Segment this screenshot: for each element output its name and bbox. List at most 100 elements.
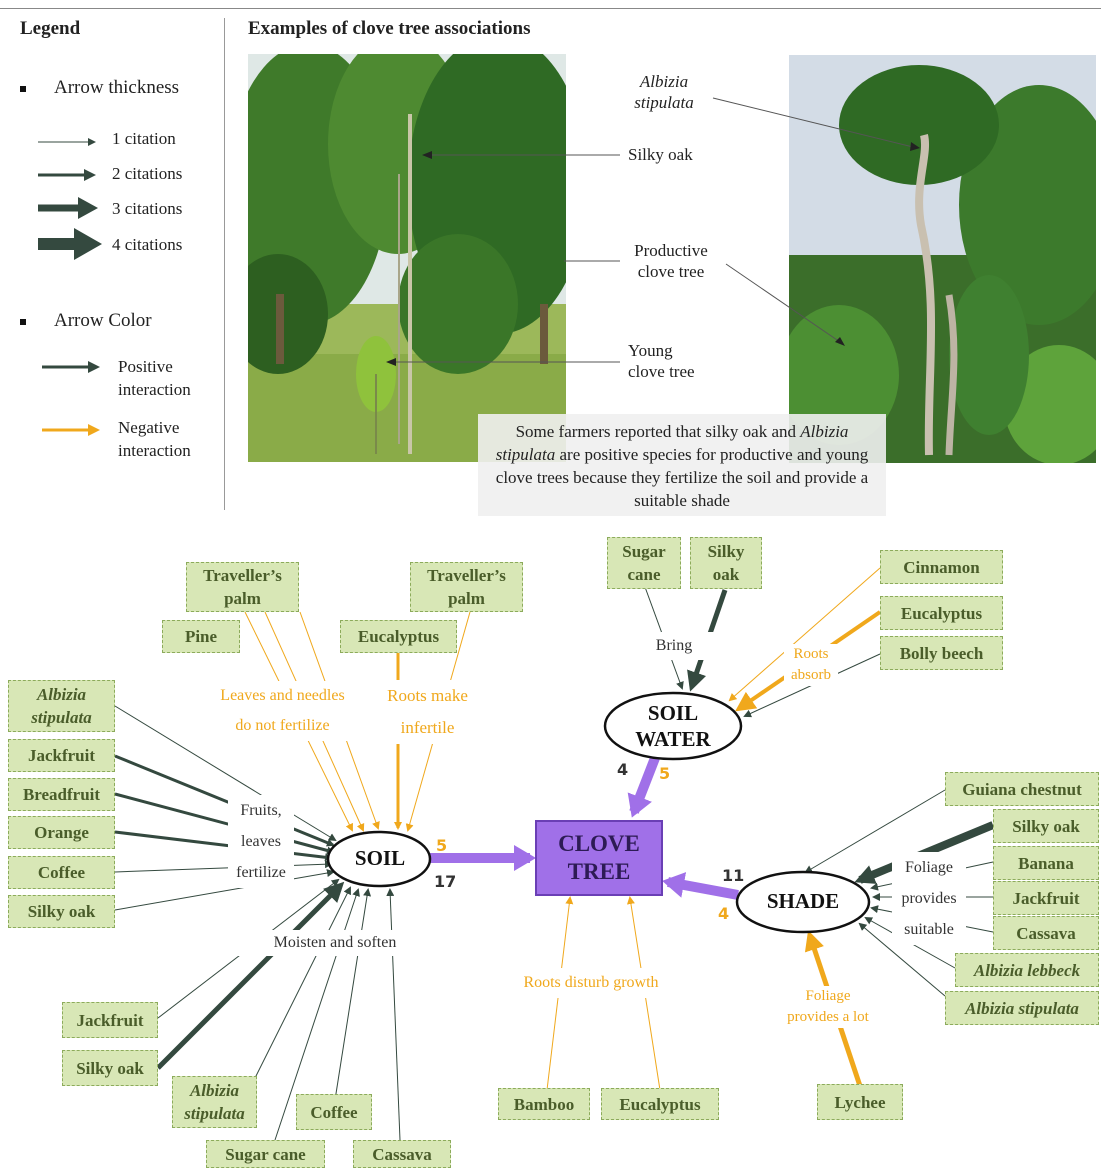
roots-infertile-l2: infertile bbox=[400, 718, 455, 737]
shade-node: SHADE bbox=[766, 889, 840, 913]
sugar-cane-water-l1: Sugar bbox=[622, 542, 666, 561]
albizia-moist-l1: Albizia bbox=[189, 1081, 240, 1100]
label-foliage-suitable: Foliage provides suitable bbox=[892, 852, 966, 945]
photo-albizia bbox=[789, 55, 1096, 463]
tp1-l1: Traveller’s bbox=[203, 566, 282, 585]
color-arrows bbox=[42, 361, 100, 436]
albizia-moist-l2: stipulata bbox=[184, 1104, 245, 1123]
thickness-1: 1 citation bbox=[112, 129, 176, 148]
species-albizia-stipulata-shade: Albizia stipulata bbox=[945, 991, 1099, 1025]
species-albizia-soil: Albizia stipulata bbox=[8, 680, 115, 732]
thickness-arrows bbox=[38, 138, 102, 260]
species-bolly-beech: Bolly beech bbox=[880, 636, 1003, 670]
species-lychee: Lychee bbox=[817, 1084, 903, 1120]
silky-oak-water-l2: oak bbox=[712, 565, 740, 584]
clove-tree-node: CLOVE TREE bbox=[535, 820, 663, 896]
species-eucalyptus-soil: Eucalyptus bbox=[340, 620, 457, 653]
roots-absorb-l2: absorb bbox=[791, 667, 831, 683]
sugar-cane-water-l2: cane bbox=[627, 565, 661, 584]
silky-oak-water-l1: Silky bbox=[707, 542, 745, 561]
species-coffee-moist: Coffee bbox=[296, 1094, 372, 1130]
shade-node-shape bbox=[735, 870, 871, 934]
species-guiana-chestnut: Guiana chestnut bbox=[945, 772, 1099, 806]
soil-node-shape bbox=[326, 830, 432, 888]
clove-l2: TREE bbox=[567, 859, 631, 884]
label-roots-disturb: Roots disturb growth bbox=[508, 968, 674, 998]
species-eucalyptus-water: Eucalyptus bbox=[880, 596, 1003, 630]
note-italic: Albizia stipulata bbox=[495, 422, 849, 464]
fruits-l3: fertilize bbox=[236, 864, 286, 881]
thickness-3: 3 citations bbox=[112, 199, 183, 218]
count-water-neg: 5 bbox=[659, 764, 671, 783]
caption-productive: Productive clove tree bbox=[628, 240, 714, 282]
species-breadfruit: Breadfruit bbox=[8, 778, 115, 811]
species-albizia-lebbeck: Albizia lebbeck bbox=[955, 953, 1099, 987]
species-travellers-palm-2: Traveller’s palm bbox=[410, 562, 523, 612]
negative-line2: interaction bbox=[118, 441, 191, 460]
color-heading: Arrow Color bbox=[54, 310, 152, 331]
soil-node: SOIL bbox=[354, 846, 406, 870]
negative-label: Negative interaction bbox=[118, 416, 191, 462]
caption-albizia-l1: Albizia bbox=[639, 72, 689, 91]
species-silky-oak-water: Silky oak bbox=[690, 537, 762, 589]
label-moisten: Moisten and soften bbox=[234, 930, 436, 956]
legend-title: Legend bbox=[20, 18, 81, 39]
thickness-4: 4 citations bbox=[112, 235, 183, 254]
positive-line1: Positive bbox=[118, 357, 173, 376]
fruits-l2: leaves bbox=[241, 833, 281, 850]
foliage-lot-l2: provides a lot bbox=[787, 1009, 869, 1025]
foliage-l1: Foliage bbox=[905, 859, 953, 876]
label-bring: Bring bbox=[606, 632, 742, 660]
species-jackfruit-moist: Jackfruit bbox=[62, 1002, 158, 1038]
tp2-l1: Traveller’s bbox=[427, 566, 506, 585]
bullet-thickness bbox=[20, 86, 26, 92]
species-sugar-cane-water: Sugar cane bbox=[607, 537, 681, 589]
species-orange: Orange bbox=[8, 816, 115, 849]
caption-albizia-l2: stipulata bbox=[634, 93, 694, 112]
species-cassava-moist: Cassava bbox=[353, 1140, 451, 1168]
caption-young: Young clove tree bbox=[628, 340, 695, 382]
label-foliage-lot: Foliage provides a lot bbox=[773, 986, 883, 1028]
roots-infertile-l1: Roots make bbox=[387, 686, 468, 705]
thickness-heading: Arrow thickness bbox=[54, 77, 180, 98]
foliage-l2: provides bbox=[901, 890, 957, 907]
albizia-soil-l2: stipulata bbox=[31, 708, 92, 727]
count-soil-pos: 17 bbox=[434, 872, 457, 891]
tp2-l2: palm bbox=[448, 589, 485, 608]
caption-productive-l1: Productive bbox=[634, 241, 708, 260]
thickness-2: 2 citations bbox=[112, 164, 183, 183]
species-pine: Pine bbox=[162, 620, 240, 653]
roots-absorb-l1: Roots bbox=[793, 646, 829, 662]
farmers-note: Some farmers reported that silky oak and… bbox=[478, 414, 886, 516]
count-shade-pos: 11 bbox=[722, 866, 745, 885]
species-banana: Banana bbox=[993, 846, 1099, 880]
positive-line2: interaction bbox=[118, 380, 191, 399]
species-silky-oak-moist: Silky oak bbox=[62, 1050, 158, 1086]
label-roots-absorb: Roots absorb bbox=[784, 644, 838, 686]
note-part2: are positive species for productive and … bbox=[495, 445, 869, 510]
photo-young-clove bbox=[248, 54, 566, 462]
bullet-color bbox=[20, 319, 26, 325]
examples-title: Examples of clove tree associations bbox=[248, 18, 531, 39]
species-bamboo: Bamboo bbox=[498, 1088, 590, 1120]
species-coffee-soil: Coffee bbox=[8, 856, 115, 889]
positive-label: Positive interaction bbox=[118, 355, 191, 401]
photo-callouts bbox=[386, 97, 920, 366]
species-cassava-shade: Cassava bbox=[993, 916, 1099, 950]
label-roots-infertile: Roots make infertile bbox=[380, 680, 475, 744]
species-jackfruit-shade: Jackfruit bbox=[993, 881, 1099, 915]
albizia-soil-l1: Albizia bbox=[36, 685, 87, 704]
species-eucalyptus-clove: Eucalyptus bbox=[601, 1088, 719, 1120]
leaves-l2: do not fertilize bbox=[235, 717, 330, 734]
foliage-l3: suitable bbox=[904, 921, 954, 938]
note-part1: Some farmers reported that silky oak and bbox=[515, 422, 801, 441]
clove-l1: CLOVE bbox=[558, 831, 640, 856]
soil-water-l1: SOIL bbox=[647, 701, 699, 725]
species-silky-oak-shade: Silky oak bbox=[993, 809, 1099, 843]
top-rule bbox=[0, 8, 1101, 9]
caption-productive-l2: clove tree bbox=[637, 262, 705, 281]
species-silky-oak-soil: Silky oak bbox=[8, 895, 115, 928]
species-jackfruit-soil: Jackfruit bbox=[8, 739, 115, 772]
species-travellers-palm-1: Traveller’s palm bbox=[186, 562, 299, 612]
